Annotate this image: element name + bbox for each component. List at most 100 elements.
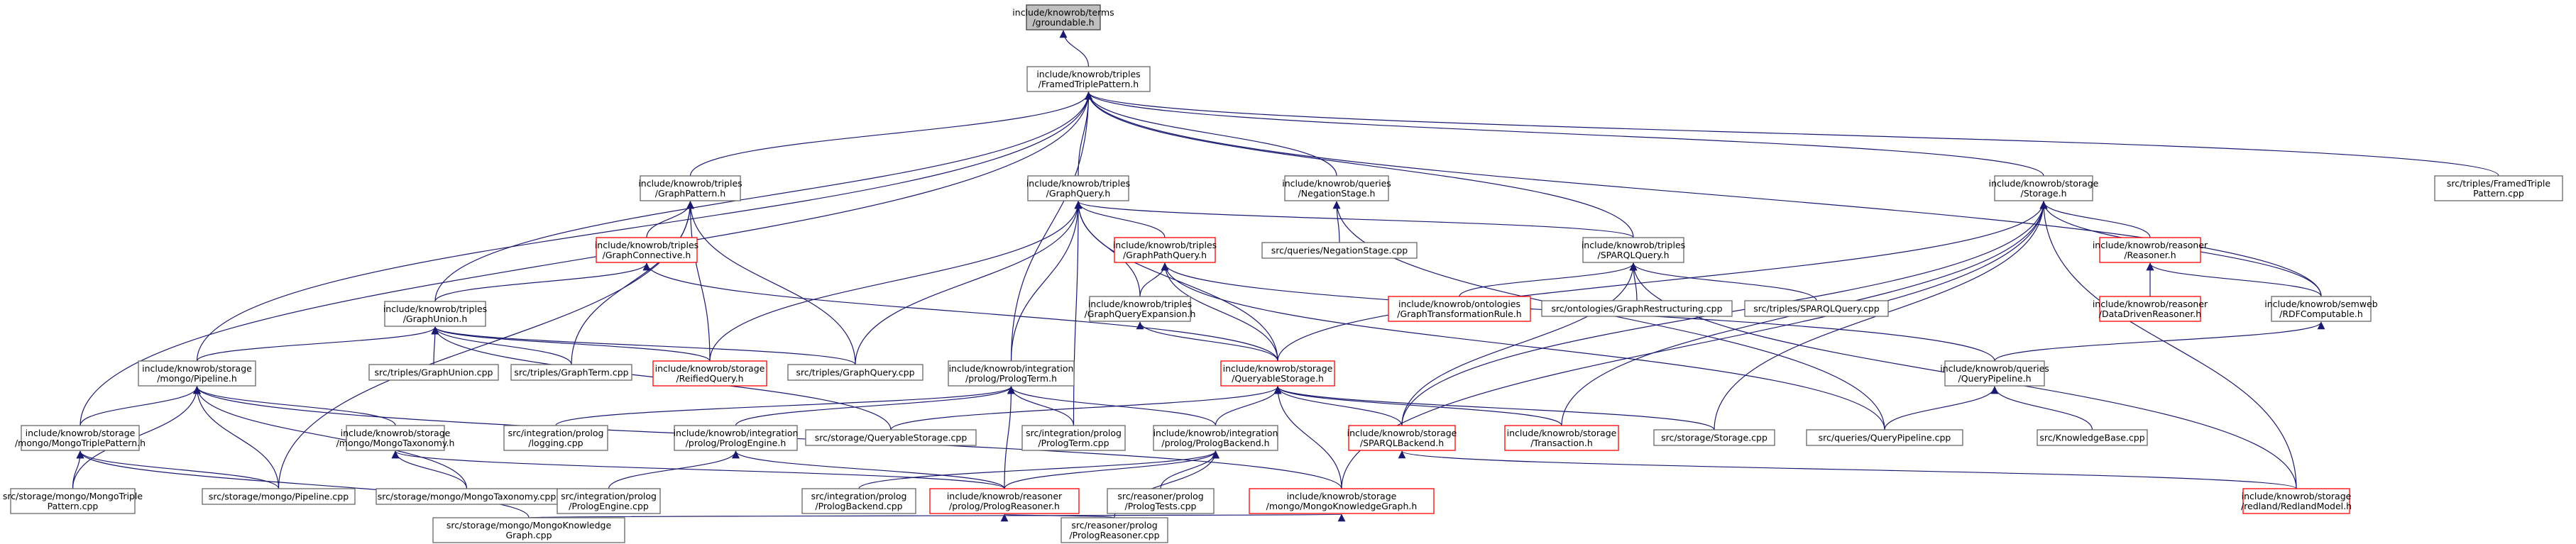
node-mkg[interactable]: include/knowrob/storage/mongo/MongoKnowl…: [1249, 488, 1435, 514]
node-gqexp[interactable]: include/knowrob/triples/GraphQueryExpans…: [1085, 296, 1196, 322]
edge-qstoragecpp-to-qstorage: [890, 386, 1282, 431]
node-kbcpp[interactable]: src/KnowledgeBase.cpp: [2037, 429, 2148, 446]
edge-mpipecpp-to-mongopipe: [193, 386, 280, 489]
node-reasoner[interactable]: include/knowrob/reasoner/Reasoner.h: [2093, 237, 2208, 263]
node-prologengine[interactable]: include/knowrob/integration/prolog/Prolo…: [674, 425, 799, 451]
node-framedcpp[interactable]: src/triples/FramedTriplePattern.cpp: [2434, 175, 2563, 201]
node-mkgcpp[interactable]: src/storage/mongo/MongoKnowledgeGraph.cp…: [432, 517, 625, 543]
node-label-line: /GraphQueryExpansion.h: [1085, 309, 1196, 319]
node-label-line: include/knowrob/storage: [1347, 428, 1457, 438]
node-label-line: include/knowrob/triples: [1026, 178, 1130, 189]
edge-framed-to-groundable: [1059, 30, 1090, 67]
node-label-line: include/knowrob/triples: [638, 178, 742, 189]
edge-preasoner-to-prologengine: [732, 450, 1005, 489]
node-groundable[interactable]: include/knowrob/terms/groundable.h: [1012, 4, 1114, 30]
node-negstagecpp[interactable]: src/queries/NegationStage.cpp: [1261, 242, 1418, 259]
node-gtermcpp[interactable]: src/triples/GraphTerm.cpp: [510, 364, 632, 381]
node-box: [948, 360, 1075, 387]
node-mongotax[interactable]: include/knowrob/storage/mongo/MongoTaxon…: [336, 425, 455, 451]
node-mtaxcpp[interactable]: src/storage/mongo/MongoTaxonomy.cpp: [376, 488, 558, 505]
node-qpipeline[interactable]: include/knowrob/queries/QueryPipeline.h: [1940, 360, 2049, 387]
node-sparqlbk[interactable]: include/knowrob/storage/SPARQLBackend.h: [1347, 425, 1457, 451]
node-preascpp[interactable]: src/reasoner/prolog/PrologReasoner.cpp: [1060, 517, 1168, 543]
node-label-line: include/knowrob/queries: [1282, 178, 1391, 189]
node-box: [1089, 296, 1191, 322]
node-ptestscpp[interactable]: src/reasoner/prolog/PrologTests.cpp: [1107, 488, 1215, 514]
node-pbackend[interactable]: include/knowrob/integration/prolog/Prolo…: [1153, 425, 1278, 451]
edge-graphpattern-to-framed: [689, 91, 1092, 177]
node-label-line: include/knowrob/ontologies: [1398, 299, 1520, 309]
node-box: [1348, 425, 1456, 451]
node-gunioncpp[interactable]: src/triples/GraphUnion.cpp: [368, 364, 499, 381]
node-graphrestr[interactable]: src/ontologies/GraphRestructuring.cpp: [1541, 300, 1733, 317]
node-label-line: /ReifiedQuery.h: [676, 373, 743, 384]
node-label-line: /GraphConnective.h: [603, 250, 691, 260]
edge-sparqlq-to-framed: [1085, 91, 1634, 238]
node-transaction[interactable]: include/knowrob/storage/Transaction.h: [1504, 425, 1619, 451]
node-box: [1107, 488, 1215, 514]
edge-redland-to-sparqlbk: [1398, 450, 2297, 489]
node-label-line: src/ontologies/GraphRestructuring.cpp: [1551, 304, 1722, 314]
node-label-line: /GraphPattern.h: [655, 188, 725, 199]
node-rdfcomp[interactable]: include/knowrob/semweb/RDFComputable.h: [2264, 296, 2378, 322]
node-label-line: /PrologTerm.cpp: [1038, 438, 1109, 448]
node-graphpathq[interactable]: include/knowrob/triples/GraphPathQuery.h: [1113, 237, 1217, 263]
node-label-line: /GraphPathQuery.h: [1123, 250, 1207, 260]
node-graphunion[interactable]: include/knowrob/triples/GraphUnion.h: [383, 301, 487, 327]
node-graphquery[interactable]: include/knowrob/triples/GraphQuery.h: [1026, 175, 1130, 201]
node-label-line: src/storage/mongo/MongoKnowledge: [446, 520, 612, 531]
node-graphpattern[interactable]: include/knowrob/triples/GraphPattern.h: [638, 175, 742, 201]
node-label-line: Pattern.cpp: [48, 501, 99, 511]
node-label-line: /prolog/PrologBackend.h: [1161, 438, 1269, 448]
node-box: [1153, 425, 1278, 451]
node-prologterm[interactable]: include/knowrob/integration/prolog/Prolo…: [948, 360, 1075, 387]
node-loggingcpp[interactable]: src/integration/prolog/logging.cpp: [503, 425, 608, 451]
node-redland[interactable]: include/knowrob/storage/redland/RedlandM…: [2241, 488, 2352, 514]
edge-graphquery-to-framed: [1078, 91, 1092, 177]
node-framed[interactable]: include/knowrob/triples/FramedTriplePatt…: [1026, 66, 1151, 92]
node-reified[interactable]: include/knowrob/storage/ReifiedQuery.h: [652, 360, 767, 387]
node-pbkcpp[interactable]: src/integration/prolog/PrologBackend.cpp: [801, 488, 916, 514]
edge-graphunion-to-graphconn: [434, 262, 651, 302]
node-mongotpcpp[interactable]: src/storage/mongo/MongoTriplePattern.cpp: [3, 488, 143, 514]
node-label-line: Graph.cpp: [505, 530, 552, 540]
edge-loggingcpp-to-prologterm: [555, 386, 1015, 426]
node-label-line: include/knowrob/semweb: [2264, 299, 2377, 309]
node-ddreasoner[interactable]: include/knowrob/reasoner/DataDrivenReaso…: [2093, 296, 2208, 322]
edge-mongotp-to-mongopipe: [80, 386, 201, 426]
node-mongotp[interactable]: include/knowrob/storage/mongo/MongoTripl…: [15, 425, 146, 451]
node-pengcpp[interactable]: src/integration/prolog/PrologEngine.cpp: [557, 488, 661, 514]
node-label-line: include/knowrob/storage: [1223, 363, 1333, 374]
edge-mkgcpp-to-mkg: [528, 514, 1342, 523]
node-sparqlq[interactable]: include/knowrob/triples/SPARQLQuery.h: [1582, 237, 1685, 263]
node-mongopipe[interactable]: include/knowrob/storage/mongo/Pipeline.h: [138, 360, 256, 387]
node-gquerycpp[interactable]: src/triples/GraphQuery.cpp: [787, 364, 923, 381]
edge-reasoner-to-storage: [2039, 201, 2151, 238]
edge-qpipecpp-to-graphpathq: [1161, 262, 1885, 431]
node-qstorage[interactable]: include/knowrob/storage/QueryableStorage…: [1220, 360, 1335, 387]
node-qpipecpp[interactable]: src/queries/QueryPipeline.cpp: [1806, 429, 1963, 446]
node-box: [805, 429, 977, 446]
edge-pengcpp-to-prologengine: [608, 450, 740, 489]
node-sparqlcpp[interactable]: src/triples/SPARQLQuery.cpp: [1744, 300, 1889, 317]
node-box: [929, 488, 1080, 514]
node-label-line: src/reasoner/prolog: [1117, 491, 1203, 501]
node-label-line: src/KnowledgeBase.cpp: [2039, 433, 2144, 443]
edge-qpipeline-to-rdfcomp: [1994, 321, 2325, 362]
node-graphconn[interactable]: include/knowrob/triples/GraphConnective.…: [595, 237, 698, 263]
node-box: [1504, 425, 1619, 451]
node-box: [2037, 429, 2148, 446]
node-label-line: include/knowrob/storage: [655, 363, 765, 374]
node-label-line: include/knowrob/integration: [949, 363, 1074, 374]
node-preasoner[interactable]: include/knowrob/reasoner/prolog/PrologRe…: [929, 488, 1080, 514]
node-box: [1806, 429, 1963, 446]
node-negstage[interactable]: include/knowrob/queries/NegationStage.h: [1282, 175, 1391, 201]
node-qstoragecpp[interactable]: src/storage/QueryableStorage.cpp: [805, 429, 977, 446]
edge-ptermcpp-to-graphquery: [1073, 201, 1083, 426]
node-storage[interactable]: include/knowrob/storage/Storage.h: [1989, 175, 2099, 201]
node-storagecpp[interactable]: src/storage/Storage.cpp: [1653, 429, 1775, 446]
node-ptermcpp[interactable]: src/integration/prolog/PrologTerm.cpp: [1021, 425, 1126, 451]
node-mpipecpp[interactable]: src/storage/mongo/Pipeline.cpp: [202, 488, 356, 505]
node-graphtrans[interactable]: include/knowrob/ontologies/GraphTransfor…: [1388, 296, 1531, 322]
node-label-line: src/queries/NegationStage.cpp: [1271, 245, 1408, 256]
